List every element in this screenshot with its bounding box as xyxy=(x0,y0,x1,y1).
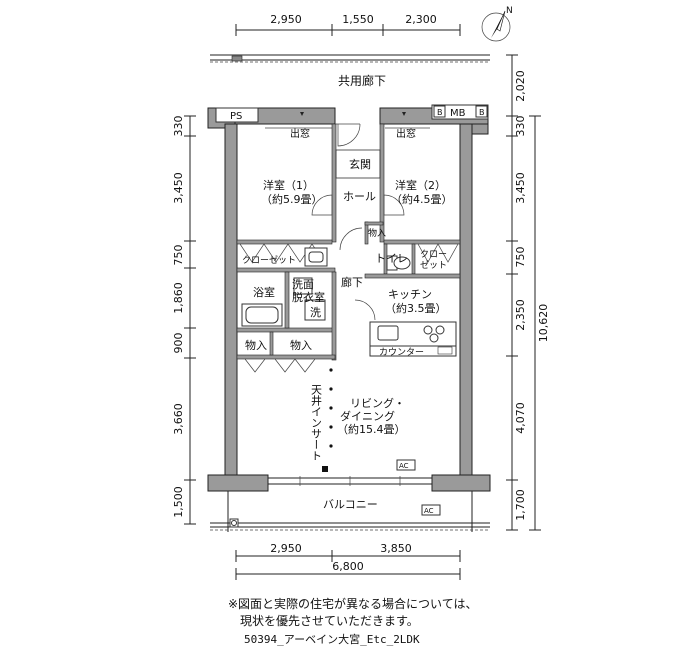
left-dim-1: 330 xyxy=(172,116,185,137)
washing-machine-box xyxy=(304,299,326,321)
storage2-label: 物入 xyxy=(290,338,312,352)
washroom-label-a: 洗面 xyxy=(292,278,314,291)
bay-window-label-1: 出窓 xyxy=(290,127,310,140)
ac-unit-1 xyxy=(396,459,416,471)
right-dim-7: 1,700 xyxy=(514,489,527,521)
b-label-2: B xyxy=(479,108,485,117)
room1-size: （約5.9畳） xyxy=(261,192,323,206)
closet2-doors xyxy=(417,243,459,263)
disclaimer-line-2: 現状を優先させていただきます。 xyxy=(240,614,419,628)
right-dimension-line xyxy=(506,54,541,531)
room1-label: 洋室（1） xyxy=(263,178,314,192)
small-storage-label: 物入 xyxy=(368,227,386,239)
bay-window-2 xyxy=(385,112,430,129)
bottom-dim-2: 3,850 xyxy=(380,542,412,555)
right-total-dim: 10,620 xyxy=(537,304,550,343)
living-size: （約15.4畳） xyxy=(337,422,406,436)
left-dim-7: 1,500 xyxy=(172,486,185,518)
room2-label: 洋室（2） xyxy=(395,178,446,192)
ac-label-2: AC xyxy=(424,507,434,515)
bottom-dimension-line xyxy=(235,550,461,580)
bottom-dim-1: 2,950 xyxy=(270,542,302,555)
top-dim-3: 2,300 xyxy=(405,13,437,26)
counter-label: カウンター xyxy=(379,347,424,358)
right-dim-4: 750 xyxy=(514,247,527,268)
corridor-label: 共用廊下 xyxy=(338,73,386,88)
balcony-outline xyxy=(210,491,490,532)
interior-walls xyxy=(236,123,461,361)
right-dim-6: 4,070 xyxy=(514,402,527,434)
b-label-1: B xyxy=(437,108,443,117)
closet2-label-b: ゼット xyxy=(420,259,447,271)
right-dim-3: 3,450 xyxy=(514,172,527,204)
hall-label: ホール xyxy=(343,190,376,203)
ac-unit-2 xyxy=(421,504,441,516)
hallway-label: 廊下 xyxy=(341,275,363,289)
washing-machine-label: 洗 xyxy=(310,306,321,319)
toilet-label: トイレ xyxy=(375,252,408,265)
bay-window-label-2: 出窓 xyxy=(396,127,416,140)
kitchen-door xyxy=(354,299,376,321)
left-dimension-line xyxy=(184,115,196,525)
right-dim-1: 2,020 xyxy=(514,70,527,102)
top-dim-1: 2,950 xyxy=(270,13,302,26)
bathtub xyxy=(241,303,283,327)
room2-size: （約4.5畳） xyxy=(391,192,453,206)
bay-window-1 xyxy=(265,112,332,129)
disclaimer-line-1: ※図面と実際の住宅が異なる場合については、 xyxy=(228,597,478,611)
closet2-label-a: クロー xyxy=(420,249,447,260)
balcony-label: バルコニー xyxy=(323,498,378,511)
top-dimension-line xyxy=(235,24,461,36)
north-arrow-icon xyxy=(481,10,511,42)
ps-box xyxy=(215,107,259,123)
left-dim-6: 3,660 xyxy=(172,403,185,435)
living-label-b: ダイニング xyxy=(340,409,395,423)
ps-label: PS xyxy=(230,111,242,122)
corridor-railing xyxy=(210,54,490,63)
ceiling-insert-label: 天井インサート xyxy=(310,384,323,461)
genkan-label: 玄関 xyxy=(349,157,371,171)
storage1-label: 物入 xyxy=(245,338,267,352)
washroom-label-b: 脱衣室 xyxy=(292,290,325,304)
mb-label: MB xyxy=(450,108,466,119)
kitchen-size: （約3.5畳） xyxy=(385,301,447,315)
washbasin xyxy=(293,277,313,295)
closet1-label: クローゼット xyxy=(242,254,296,266)
right-dim-5: 2,350 xyxy=(514,299,527,331)
mb-box xyxy=(431,104,489,120)
kitchen-label: キッチン xyxy=(388,288,432,301)
disclaimer-note: ※図面と実際の住宅が異なる場合については、 現状を優先させていただきます。 xyxy=(228,596,528,630)
bottom-total-dim: 6,800 xyxy=(332,560,364,573)
toilet-fixture xyxy=(386,255,411,271)
bathroom-label: 浴室 xyxy=(253,285,275,299)
plan-code: 50394_アーベイン大宮_Etc_2LDK xyxy=(244,633,420,646)
kitchen-counter xyxy=(369,321,457,357)
right-dim-2: 330 xyxy=(514,116,527,137)
room2-door xyxy=(383,194,405,216)
left-dim-4: 1,860 xyxy=(172,282,185,314)
ceiling-insert-dots xyxy=(322,368,333,472)
entrance-door xyxy=(335,123,381,179)
left-dim-5: 900 xyxy=(172,333,185,354)
toilet-door xyxy=(339,227,363,251)
closet1-doors xyxy=(239,243,325,263)
top-dim-2: 1,550 xyxy=(342,13,374,26)
room1-door xyxy=(311,194,333,216)
living-label-a: リビング・ xyxy=(350,396,405,410)
balcony-sliding-window xyxy=(268,476,432,486)
left-dim-2: 3,450 xyxy=(172,172,185,204)
ac-label-1: AC xyxy=(399,462,409,470)
north-label: N xyxy=(506,6,513,16)
left-dim-3: 750 xyxy=(172,245,185,266)
